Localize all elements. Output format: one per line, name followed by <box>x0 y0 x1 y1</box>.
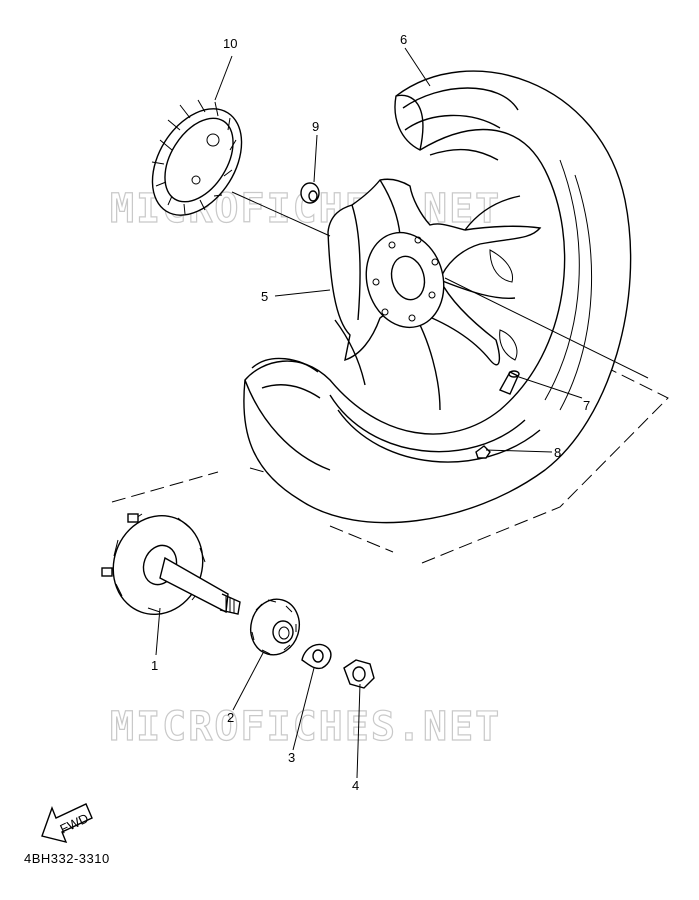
rear-axle-hub <box>101 513 241 616</box>
forward-arrow-icon: FWD <box>41 803 93 844</box>
tire-valve <box>499 370 520 395</box>
callout-4: 4 <box>352 778 359 793</box>
lock-washer <box>301 643 332 670</box>
callout-7: 7 <box>583 398 590 413</box>
callout-5: 5 <box>261 289 268 304</box>
watermark-bottom: MICROFICHES.NET <box>110 704 501 750</box>
callout-9: 9 <box>312 119 319 134</box>
callout-2: 2 <box>227 710 234 725</box>
hub-flange <box>365 231 445 329</box>
sensor-rotor-ring <box>151 99 243 216</box>
callout-8: 8 <box>554 445 561 460</box>
callout-6: 6 <box>400 32 407 47</box>
diagram-code: 4BH332-3310 <box>24 851 110 866</box>
callout-3: 3 <box>288 750 295 765</box>
hex-nut <box>343 659 375 689</box>
axis-line <box>231 191 649 379</box>
balance-weight <box>475 445 491 459</box>
callout-1: 1 <box>151 658 158 673</box>
callout-labels: 10 6 9 5 7 8 1 2 3 4 <box>151 32 590 793</box>
tire <box>243 70 632 524</box>
collar <box>300 182 320 204</box>
callout-leaders <box>155 47 583 779</box>
callout-10: 10 <box>223 36 237 51</box>
drive-gear <box>250 598 300 656</box>
